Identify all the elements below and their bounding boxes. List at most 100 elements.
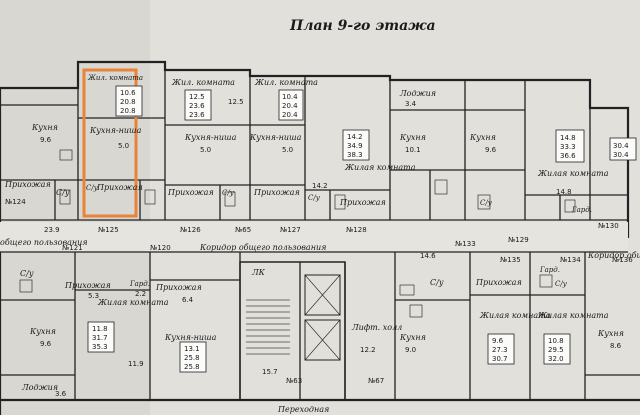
apt124-bath: С/у <box>56 188 70 197</box>
apt136-kitchen: Кухня <box>597 329 624 338</box>
apt130-area-box <box>555 129 585 163</box>
apt136-number: №136 <box>612 256 633 264</box>
lk-label: ЛК <box>251 268 266 277</box>
apt127-kitchen-niche: Кухня-ниша <box>249 133 302 142</box>
apt125-box-1: 10.6 <box>120 89 136 97</box>
apt65-box-2: 20.4 <box>282 102 298 110</box>
apt124-kitchen: Кухня <box>31 123 58 132</box>
apt65-box-1: 10.4 <box>282 93 298 101</box>
apt129-kitchen: Кухня <box>399 133 426 142</box>
apt135-box-2: 27.3 <box>492 346 508 354</box>
apt126-kitchen-niche: Кухня-ниша <box>184 133 237 142</box>
apt134-box-3: 32.0 <box>548 355 564 363</box>
apt128-box-3: 38.3 <box>347 151 363 159</box>
apt126-room: Жил. комната <box>171 78 235 87</box>
apt121-bath: С/у <box>20 269 34 278</box>
apt121-loggia-area: 3.6 <box>55 390 67 398</box>
apt130-kitchen: Кухня <box>469 133 496 142</box>
apt130-wardrobe: Гард. <box>571 206 592 214</box>
apt120-box-2: 31.7 <box>92 334 108 342</box>
apt125-room: Жил. комната <box>87 74 143 82</box>
apt121-hall: Прихожая <box>64 281 111 290</box>
apt125-hall: Прихожая <box>96 183 143 192</box>
apt63-number: №63 <box>286 377 302 385</box>
apt124-kitchen-area: 9.6 <box>40 136 52 144</box>
apt129-loggia: Лоджия <box>399 89 436 98</box>
apt126-bath: С/у <box>222 189 235 197</box>
apt134-wardrobe: Гард. <box>539 266 560 274</box>
apt130-box-3: 36.6 <box>560 152 576 160</box>
apt134-number: №134 <box>560 256 581 264</box>
apt125-bath: С/у <box>86 184 99 192</box>
apt63-box-1: 13.1 <box>184 345 200 353</box>
fixtures <box>19 149 576 318</box>
apt63-area-box <box>179 341 207 373</box>
apt126-box-1: 12.5 <box>189 93 205 101</box>
apt65-box-3: 20.4 <box>282 111 298 119</box>
apt130-room: Жилая комната <box>537 169 609 178</box>
apt130-box2-1: 30.4 <box>613 142 629 150</box>
apt129-bath: С/у <box>480 199 493 207</box>
apt120-side: 11.9 <box>128 360 144 368</box>
apt65-number: №65 <box>235 226 251 234</box>
apt133-bath: С/у <box>430 278 444 287</box>
apt126-kitchen-niche-area: 5.0 <box>200 146 211 154</box>
stair-core <box>239 261 346 401</box>
highlight-apartment-125 <box>82 68 138 218</box>
apt128-hall: Прихожая <box>339 198 386 207</box>
corridor-band <box>0 222 628 252</box>
apt133-kitchen: Кухня <box>399 333 426 342</box>
apt126-box-3: 23.6 <box>189 111 205 119</box>
apt135-hall: Прихожая <box>475 278 522 287</box>
apt120-room: Жилая комната <box>97 298 169 307</box>
apt127-bath: С/у <box>308 194 321 202</box>
apt125-kitchen-niche: Кухня-ниша <box>89 126 142 135</box>
apt128-number: №128 <box>346 226 367 234</box>
apt135-box-3: 30.7 <box>492 355 508 363</box>
apt120-area-box <box>87 321 115 353</box>
lobby-area: 12.2 <box>360 346 376 354</box>
apt125-kitchen-niche-area: 5.0 <box>118 142 129 150</box>
transition-label: Переходная <box>277 405 329 414</box>
apt125-number: №125 <box>98 226 119 234</box>
apt124-area: 23.9 <box>44 226 60 234</box>
apt133-kitchen-area: 9.0 <box>405 346 416 354</box>
apt133-extra: 14.6 <box>420 252 436 260</box>
apt135-box-1: 9.6 <box>492 337 504 345</box>
apt63-box-2: 25.8 <box>184 354 200 362</box>
apt120-wardrobe-area: 2.2 <box>135 290 146 298</box>
apt134-bath: С/у <box>555 280 568 288</box>
apt136-kitchen-area: 8.6 <box>610 342 622 350</box>
apt121-kitchen-area: 9.6 <box>40 340 52 348</box>
apt127-kitchen-niche-area: 5.0 <box>282 146 293 154</box>
apt130-box2-2: 30.4 <box>613 151 629 159</box>
apt134-area-box <box>543 333 571 365</box>
apt135-number: №135 <box>500 256 521 264</box>
apt126-box-2: 23.6 <box>189 102 205 110</box>
apt124-number: №124 <box>5 198 26 206</box>
apt63-box-3: 25.8 <box>184 363 200 371</box>
lobby-label: Лифт. холл <box>351 323 402 332</box>
apt130-kitchen-area: 9.6 <box>485 146 497 154</box>
apt65-area-box <box>278 89 304 121</box>
apt63-hall-area: 6.4 <box>182 296 194 304</box>
apt126-side: 12.5 <box>228 98 244 106</box>
apt67-number: №67 <box>368 377 384 385</box>
apt126-hall: Прихожая <box>167 188 214 197</box>
apt120-number: №120 <box>150 244 171 252</box>
apt121-number: №121 <box>62 244 83 252</box>
corridor-right-label: Коридор общ <box>587 251 640 260</box>
apt128-box-2: 34.9 <box>347 142 363 150</box>
apt129-kitchen-area: 10.1 <box>405 146 421 154</box>
apt126-number: №126 <box>180 226 201 234</box>
apt128-room-area: 14.2 <box>312 182 328 190</box>
apt135-area-box <box>487 333 515 365</box>
apt120-wardrobe: Гард. <box>129 280 150 288</box>
apt127-hall: Прихожая <box>253 188 300 197</box>
apt121-kitchen: Кухня <box>29 327 56 336</box>
apt126-area-box <box>184 89 212 121</box>
apt134-room: Жилая комната <box>537 311 609 320</box>
apt129-number: №129 <box>508 236 529 244</box>
apt125-area-box <box>115 85 143 117</box>
